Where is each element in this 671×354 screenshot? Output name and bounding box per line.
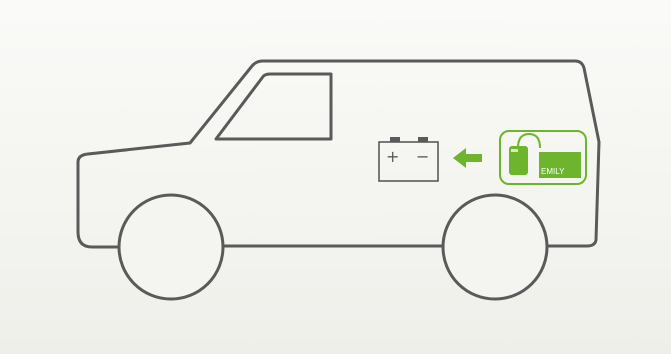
battery-icon: + − (379, 137, 438, 181)
van-window (216, 74, 331, 139)
emily-label: EMILY (541, 167, 565, 176)
battery-minus-symbol: − (416, 147, 429, 166)
battery-plus-symbol: + (386, 147, 399, 166)
emily-device-icon: EMILY (500, 131, 586, 184)
rear-wheel (443, 195, 547, 299)
front-wheel (119, 195, 223, 299)
emily-cable (518, 134, 540, 148)
arrow-left-icon (453, 148, 482, 168)
